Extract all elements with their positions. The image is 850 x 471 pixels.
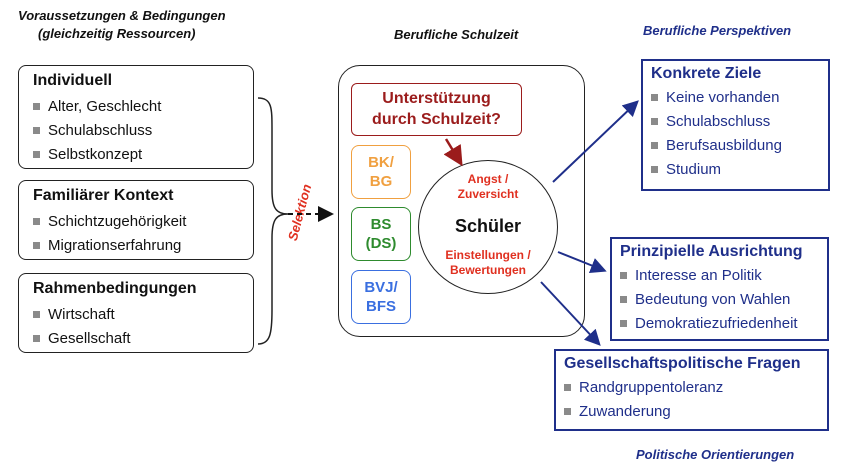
arrow-to-gesellschaftspolitische-fragen: [540, 281, 601, 346]
circle-main-text: Schüler: [454, 216, 522, 236]
header-right-bottom: Politische Orientierungen: [636, 447, 795, 462]
item-label: Selbstkonzept: [48, 145, 143, 163]
box-title: Prinzipielle Ausrichtung: [620, 243, 803, 260]
box-title: Rahmenbedingungen: [33, 280, 197, 297]
box-title: Individuell: [33, 72, 113, 89]
list-item: Bedeutung von Wahlen: [620, 287, 827, 311]
box-konkrete-ziele: Konkrete Ziele Keine vorhanden Schulabsc…: [641, 59, 830, 191]
list-item: Interesse an Politik: [620, 263, 827, 287]
bullet-icon: [620, 271, 627, 279]
bullet-icon: [33, 126, 40, 134]
school-type-bvj-bfs: BVJ/ BFS: [351, 270, 411, 324]
schueler-circle: [418, 160, 558, 294]
list-item: Demokratiezufriedenheit: [620, 311, 827, 335]
header-left-line1: Voraussetzungen & Bedingungen: [18, 8, 226, 23]
list-item: Zuwanderung: [564, 399, 827, 423]
bullet-icon: [651, 141, 658, 149]
box-gesellschaftspolitische-fragen: Gesellschaftspolitische Fragen Randgrupp…: [554, 349, 829, 431]
box-title: Familiärer Kontext: [33, 187, 174, 204]
curly-brace: [257, 97, 289, 345]
circle-bottom-line2: Bewertungen: [449, 263, 526, 277]
circle-bottom-text: Einstellungen / Bewertungen: [418, 248, 558, 278]
list-item: Berufsausbildung: [651, 133, 828, 157]
bullet-icon: [651, 117, 658, 125]
list-item: Gesellschaft: [33, 326, 253, 350]
bullet-icon: [33, 241, 40, 249]
item-label: Wirtschaft: [48, 305, 115, 323]
box-familiaerer-kontext: Familiärer Kontext Schichtzugehörigkeit …: [18, 180, 254, 260]
bullet-icon: [33, 334, 40, 342]
bullet-icon: [564, 383, 571, 391]
item-label: Studium: [666, 160, 722, 178]
item-label: Gesellschaft: [48, 329, 131, 347]
arrow-to-prinzipielle-ausrichtung: [557, 251, 607, 273]
support-box: Unterstützung durch Schulzeit?: [351, 83, 522, 136]
bullet-icon: [33, 150, 40, 158]
box-title: Gesellschaftspolitische Fragen: [564, 355, 801, 372]
bullet-icon: [651, 165, 658, 173]
item-label: Alter, Geschlecht: [48, 97, 162, 115]
box-rahmenbedingungen: Rahmenbedingungen Wirtschaft Gesellschaf…: [18, 273, 254, 353]
school-type-line2: BFS: [366, 298, 396, 315]
bullet-icon: [620, 295, 627, 303]
item-label: Demokratiezufriedenheit: [635, 314, 798, 332]
school-type-line2: (DS): [365, 235, 397, 252]
item-label: Berufsausbildung: [666, 136, 782, 154]
header-right-top: Berufliche Perspektiven: [643, 23, 792, 38]
item-label: Schulabschluss: [666, 112, 771, 130]
list-item: Keine vorhanden: [651, 85, 828, 109]
list-item: Schichtzugehörigkeit: [33, 209, 253, 233]
bullet-icon: [564, 407, 571, 415]
list-item: Migrationserfahrung: [33, 233, 253, 257]
bullet-icon: [33, 217, 40, 225]
item-label: Randgruppentoleranz: [579, 378, 724, 396]
header-middle: Berufliche Schulzeit: [394, 27, 519, 42]
item-label: Migrationserfahrung: [48, 236, 182, 254]
bullet-icon: [620, 319, 627, 327]
list-item: Schulabschluss: [33, 118, 253, 142]
item-label: Keine vorhanden: [666, 88, 780, 106]
circle-top-line1: Angst /: [467, 172, 509, 186]
header-left-line2: (gleichzeitig Ressourcen): [38, 26, 196, 41]
circle-top-text: Angst / Zuversicht: [418, 172, 558, 202]
list-item: Schulabschluss: [651, 109, 828, 133]
school-type-bs-ds: BS (DS): [351, 207, 411, 261]
school-type-bk-bg: BK/ BG: [351, 145, 411, 199]
item-label: Bedeutung von Wahlen: [635, 290, 791, 308]
list-item: Randgruppentoleranz: [564, 375, 827, 399]
box-title: Konkrete Ziele: [651, 65, 762, 82]
list-item: Wirtschaft: [33, 302, 253, 326]
bullet-icon: [651, 93, 658, 101]
item-label: Interesse an Politik: [635, 266, 762, 284]
circle-top-line2: Zuversicht: [457, 187, 519, 201]
item-label: Zuwanderung: [579, 402, 671, 420]
school-type-line1: BS: [370, 216, 392, 233]
bullet-icon: [33, 102, 40, 110]
circle-bottom-line1: Einstellungen /: [445, 248, 531, 262]
support-arrow: [443, 138, 463, 167]
item-label: Schulabschluss: [48, 121, 153, 139]
box-individuell: Individuell Alter, Geschlecht Schulabsch…: [18, 65, 254, 169]
list-item: Studium: [651, 157, 828, 181]
support-line2: durch Schulzeit?: [372, 111, 501, 128]
item-label: Schichtzugehörigkeit: [48, 212, 187, 230]
box-prinzipielle-ausrichtung: Prinzipielle Ausrichtung Interesse an Po…: [610, 237, 829, 341]
support-line1: Unterstützung: [382, 90, 491, 107]
list-item: Selbstkonzept: [33, 142, 253, 166]
list-item: Alter, Geschlecht: [33, 94, 253, 118]
arrow-to-konkrete-ziele: [552, 100, 639, 183]
school-type-line1: BK/: [368, 154, 394, 171]
bullet-icon: [33, 310, 40, 318]
school-type-line1: BVJ/: [364, 279, 398, 296]
school-type-line2: BG: [369, 173, 393, 190]
